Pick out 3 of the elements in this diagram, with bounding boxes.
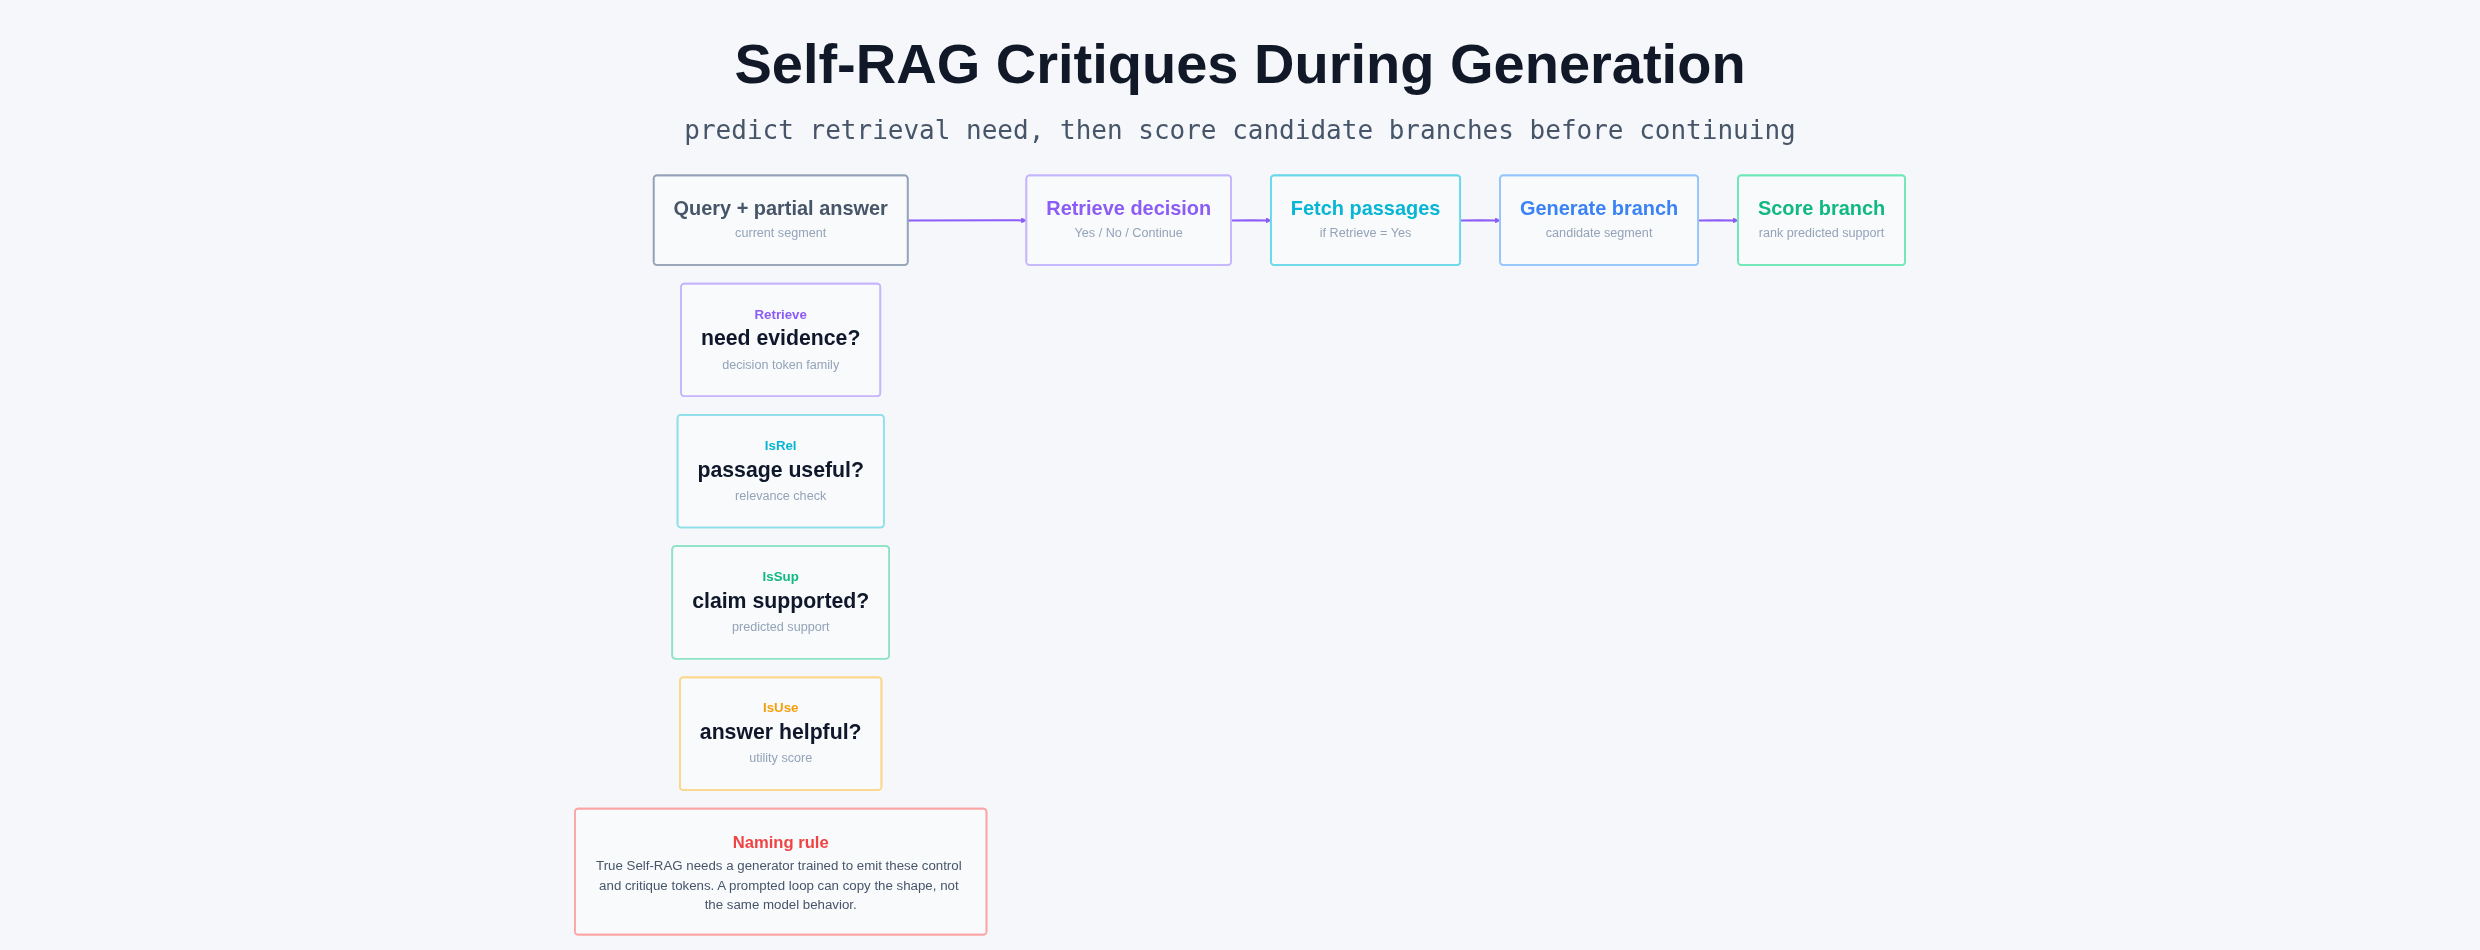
title: Self-RAG Critiques During Generation [734,31,1746,97]
arrow [907,217,1027,224]
subtitle: predict retrieval need, then score candidate branches before continuing [684,115,1796,145]
